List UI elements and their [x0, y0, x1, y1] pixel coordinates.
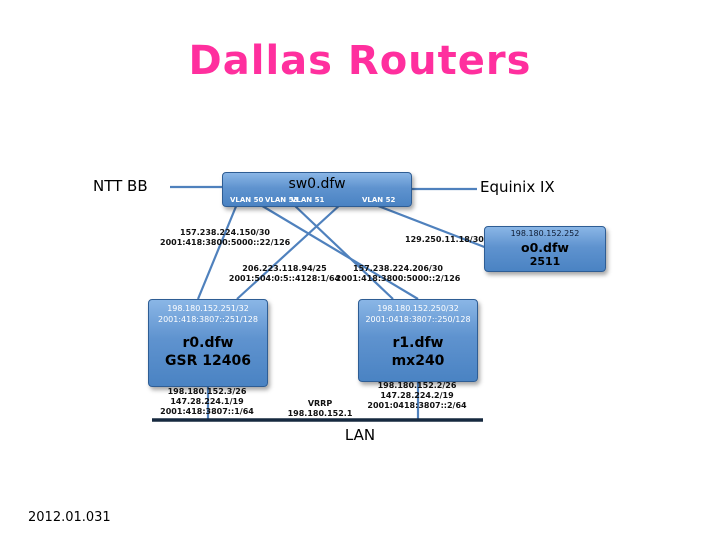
r1-ipv4: 198.180.152.250/32 [377, 304, 459, 313]
r1-lan-addresses: 198.180.152.2/26 147.28.224.2/19 2001:04… [358, 381, 476, 411]
label-equinix-ix: Equinix IX [480, 178, 555, 196]
r0-lan-ipv4b: 147.28.224.1/19 [170, 397, 244, 406]
r0-ipv6: 2001:418:3807::251/128 [157, 315, 258, 324]
link-label-line: 157.238.224.206/30 [353, 264, 443, 273]
r1-name: r1.dfw [392, 335, 444, 351]
r1-lan-ipv6: 2001:0418:3807::2/64 [367, 401, 467, 410]
o0-ip: 198.180.152.252 [510, 229, 580, 238]
r0-name: r0.dfw [182, 335, 234, 351]
link-label-ix-lan: 206.223.118.94/25 2001:504:0:5::4128:1/6… [222, 264, 347, 284]
r1-ipv6: 2001:0418:3807::250/128 [365, 315, 471, 324]
r1-lan-ipv4b: 147.28.224.2/19 [380, 391, 454, 400]
link-sw0-r0-b [236, 203, 342, 300]
slide-footer-date: 2012.01.031 [28, 510, 111, 525]
label-ntt-bb: NTT BB [93, 177, 148, 195]
link-label-line: 2001:504:0:5::4128:1/64 [228, 274, 341, 283]
link-label-line: 2001:418:3800:5000::22/126 [160, 238, 291, 247]
node-router-o0: 198.180.152.252 o0.dfw 2511 [484, 226, 606, 272]
link-sw0-r0-a [196, 203, 239, 300]
r0-lan-ipv6: 2001:418:3807::1/64 [160, 407, 254, 416]
vlan-53-label: VLAN 53 [265, 196, 299, 204]
lan-label: LAN [344, 426, 376, 444]
link-label-o0: 129.250.11.18/30 [405, 235, 484, 244]
link-sw0-o0 [372, 202, 488, 250]
o0-name: o0.dfw [521, 240, 569, 255]
r0-ipv4: 198.180.152.251/32 [167, 304, 249, 313]
vrrp-label: VRRP 198.180.152.1 [287, 399, 353, 418]
r0-lan-ipv4: 198.180.152.3/26 [167, 387, 247, 396]
link-label-line: 206.223.118.94/25 [242, 264, 327, 273]
r0-lan-addresses: 198.180.152.3/26 147.28.224.1/19 2001:41… [148, 387, 266, 417]
link-sw0-r1-b [292, 203, 394, 300]
vlan-52-label: VLAN 52 [362, 196, 396, 204]
node-router-r0: 198.180.152.251/32 2001:418:3807::251/12… [148, 299, 268, 387]
switch-name: sw0.dfw [288, 176, 346, 192]
node-switch-sw0: sw0.dfw VLAN 50 VLAN 53 VLAN 51 VLAN 52 [222, 172, 412, 207]
node-router-r1: 198.180.152.250/32 2001:0418:3807::250/1… [358, 299, 478, 382]
link-label-ntt-p2p-b: 157.238.224.206/30 2001:418:3800:5000::2… [332, 264, 464, 284]
r0-model: GSR 12406 [165, 353, 251, 369]
link-label-ntt-p2p-a: 157.238.224.150/30 2001:418:3800:5000::2… [160, 228, 290, 248]
vlan-51-label: VLAN 51 [291, 196, 325, 204]
link-label-line: 2001:418:3800:5000::2/126 [335, 274, 461, 283]
vlan-50-label: VLAN 50 [230, 196, 264, 204]
link-sw0-r1-a [258, 203, 419, 300]
r1-lan-ipv4: 198.180.152.2/26 [377, 381, 457, 390]
o0-model: 2511 [529, 255, 561, 268]
slide-title: Dallas Routers [188, 38, 532, 84]
r1-model: mx240 [391, 353, 445, 369]
link-label-line: 157.238.224.150/30 [180, 228, 270, 237]
